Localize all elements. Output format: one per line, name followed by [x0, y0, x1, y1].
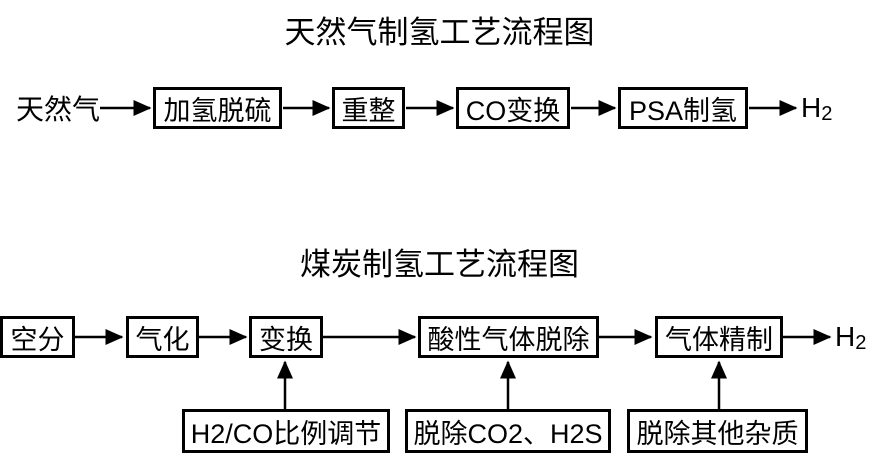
- box-acid-gas-removal: 酸性气体脱除: [418, 316, 599, 358]
- h2-symbol: H: [835, 321, 856, 352]
- box-air-separation: 空分: [0, 316, 75, 358]
- box-hydrodesulfurization: 加氢脱硫: [153, 87, 282, 129]
- h2-subscript: 2: [821, 103, 833, 126]
- box-remove-other-impurities: 脱除其他杂质: [627, 409, 808, 453]
- box-remove-co2-h2s: 脱除CO2、H2S: [405, 409, 611, 453]
- box-gas-purification: 气体精制: [655, 316, 783, 358]
- diagram1-title: 天然气制氢工艺流程图: [284, 15, 595, 50]
- box-shift: 变换: [249, 316, 323, 358]
- h2-subscript: 2: [855, 332, 867, 355]
- box-psa-hydrogen: PSA制氢: [618, 87, 748, 129]
- box-co-shift: CO变换: [456, 87, 570, 129]
- box-h2co-ratio-adjust: H2/CO比例调节: [182, 409, 390, 453]
- h2-symbol: H: [801, 92, 822, 123]
- box-gasification: 气化: [126, 316, 199, 358]
- diagram2-title: 煤炭制氢工艺流程图: [300, 247, 579, 282]
- box-reforming: 重整: [332, 87, 405, 129]
- diagram1-input-label: 天然气: [16, 94, 101, 125]
